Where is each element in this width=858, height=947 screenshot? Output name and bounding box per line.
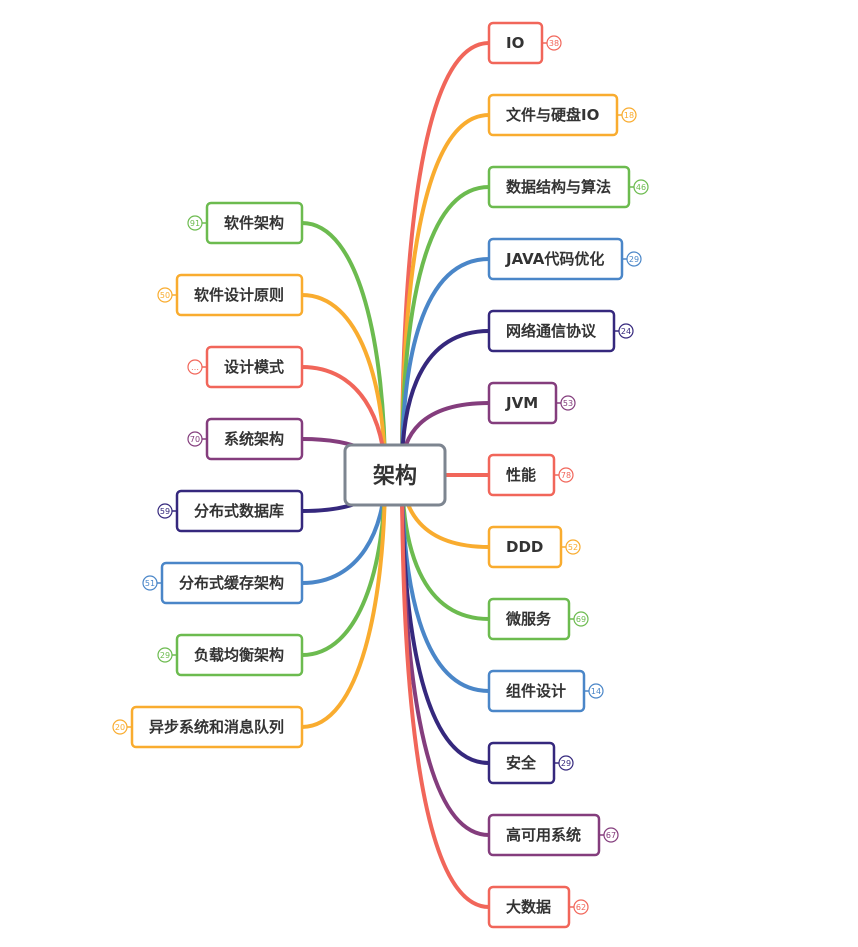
right-branch-2-label: 数据结构与算法 (506, 178, 611, 196)
right-branch-6-count-badge[interactable]: 78 (554, 467, 574, 483)
left-branch-2-count-badge[interactable]: … (187, 359, 207, 375)
right-branch-7-label: DDD (506, 538, 543, 556)
right-branch-4-count-badge[interactable]: 24 (614, 323, 634, 339)
left-branch-3[interactable]: 系统架构 (205, 417, 304, 461)
left-branch-2-count: … (191, 363, 199, 372)
left-branch-0-connector (300, 221, 387, 477)
right-branch-1[interactable]: 文件与硬盘IO (487, 93, 619, 137)
right-branch-10-count: 29 (561, 759, 571, 768)
left-branch-7-count-badge[interactable]: 20 (112, 719, 132, 735)
right-branch-8-count: 69 (576, 615, 586, 624)
right-branch-7[interactable]: DDD (487, 525, 563, 569)
left-branch-4-count: 59 (160, 507, 170, 516)
right-branch-5-label: JVM (505, 394, 538, 412)
left-branch-5[interactable]: 分布式缓存架构 (160, 561, 304, 605)
right-branch-1-label: 文件与硬盘IO (506, 106, 599, 124)
right-branch-1-count: 18 (624, 111, 634, 120)
right-branch-3-count-badge[interactable]: 29 (622, 251, 642, 267)
right-branch-0-count: 38 (549, 39, 559, 48)
left-branch-6[interactable]: 负载均衡架构 (175, 633, 304, 677)
left-branch-7-label: 异步系统和消息队列 (149, 718, 284, 736)
right-branch-10[interactable]: 安全 (487, 741, 556, 785)
root-label: 架构 (373, 463, 417, 489)
right-branch-3-label: JAVA代码优化 (505, 250, 604, 268)
right-branch-12-count: 62 (576, 903, 586, 912)
left-branch-1[interactable]: 软件设计原则 (175, 273, 304, 317)
left-branch-1-count-badge[interactable]: 50 (157, 287, 177, 303)
right-branch-4-count: 24 (621, 327, 631, 336)
right-branch-7-count-badge[interactable]: 52 (561, 539, 581, 555)
right-branch-5[interactable]: JVM (487, 381, 558, 425)
left-branch-6-label: 负载均衡架构 (194, 646, 284, 664)
right-branch-8[interactable]: 微服务 (487, 597, 571, 641)
right-branch-10-count-badge[interactable]: 29 (554, 755, 574, 771)
right-branch-6-label: 性能 (506, 466, 536, 484)
left-branch-0-count: 91 (190, 219, 200, 228)
left-branch-2-label: 设计模式 (224, 358, 284, 376)
right-branch-2-count-badge[interactable]: 46 (629, 179, 649, 195)
left-branch-2[interactable]: 设计模式 (205, 345, 304, 389)
right-branch-3-count: 29 (629, 255, 639, 264)
left-branch-3-count: 70 (190, 435, 200, 444)
left-branch-1-count: 50 (160, 291, 170, 300)
right-branch-2-count: 46 (636, 183, 646, 192)
left-branch-4-label: 分布式数据库 (194, 502, 284, 520)
right-branch-0-count-badge[interactable]: 38 (542, 35, 562, 51)
right-branch-12[interactable]: 大数据 (487, 885, 571, 929)
left-branch-7-count: 20 (115, 723, 125, 732)
right-branch-0[interactable]: IO (487, 21, 544, 65)
right-branch-1-count-badge[interactable]: 18 (617, 107, 637, 123)
root-node[interactable]: 架构 (343, 443, 447, 507)
left-branch-1-label: 软件设计原则 (194, 286, 284, 304)
right-branch-6[interactable]: 性能 (487, 453, 556, 497)
left-branch-4[interactable]: 分布式数据库 (175, 489, 304, 533)
left-branch-5-count: 51 (145, 579, 155, 588)
left-branch-0[interactable]: 软件架构 (205, 201, 304, 245)
right-branch-8-label: 微服务 (505, 610, 552, 628)
right-branch-11[interactable]: 高可用系统 (487, 813, 601, 857)
right-branch-0-label: IO (506, 34, 524, 52)
right-branch-6-count: 78 (561, 471, 571, 480)
left-branch-3-count-badge[interactable]: 70 (187, 431, 207, 447)
left-branch-5-label: 分布式缓存架构 (179, 574, 284, 592)
right-branch-5-count: 53 (563, 399, 573, 408)
left-branch-4-count-badge[interactable]: 59 (157, 503, 177, 519)
right-branch-9-count-badge[interactable]: 14 (584, 683, 604, 699)
right-branch-2[interactable]: 数据结构与算法 (487, 165, 631, 209)
right-branch-11-label: 高可用系统 (506, 826, 581, 844)
right-branch-12-connector (400, 468, 491, 909)
right-branch-7-count: 52 (568, 543, 578, 552)
left-branch-3-label: 系统架构 (224, 430, 284, 448)
right-branch-11-count: 67 (606, 831, 616, 840)
left-branch-6-count: 29 (160, 651, 170, 660)
left-branch-6-count-badge[interactable]: 29 (157, 647, 177, 663)
right-branch-11-count-badge[interactable]: 67 (599, 827, 619, 843)
right-branch-9-label: 组件设计 (506, 682, 566, 700)
right-branch-4[interactable]: 网络通信协议 (487, 309, 616, 353)
right-branch-5-count-badge[interactable]: 53 (556, 395, 576, 411)
right-branch-12-count-badge[interactable]: 62 (569, 899, 589, 915)
right-branch-10-label: 安全 (506, 754, 537, 772)
right-branch-9-count: 14 (591, 687, 601, 696)
left-branch-0-count-badge[interactable]: 91 (187, 215, 207, 231)
left-branch-0-label: 软件架构 (224, 214, 284, 232)
left-branch-7-connector (300, 473, 387, 729)
right-branch-8-count-badge[interactable]: 69 (569, 611, 589, 627)
right-branch-12-label: 大数据 (506, 898, 551, 916)
right-branch-9[interactable]: 组件设计 (487, 669, 586, 713)
right-branch-3[interactable]: JAVA代码优化 (487, 237, 624, 281)
left-branch-7[interactable]: 异步系统和消息队列 (130, 705, 304, 749)
left-branch-5-count-badge[interactable]: 51 (142, 575, 162, 591)
right-branch-4-label: 网络通信协议 (506, 322, 597, 340)
